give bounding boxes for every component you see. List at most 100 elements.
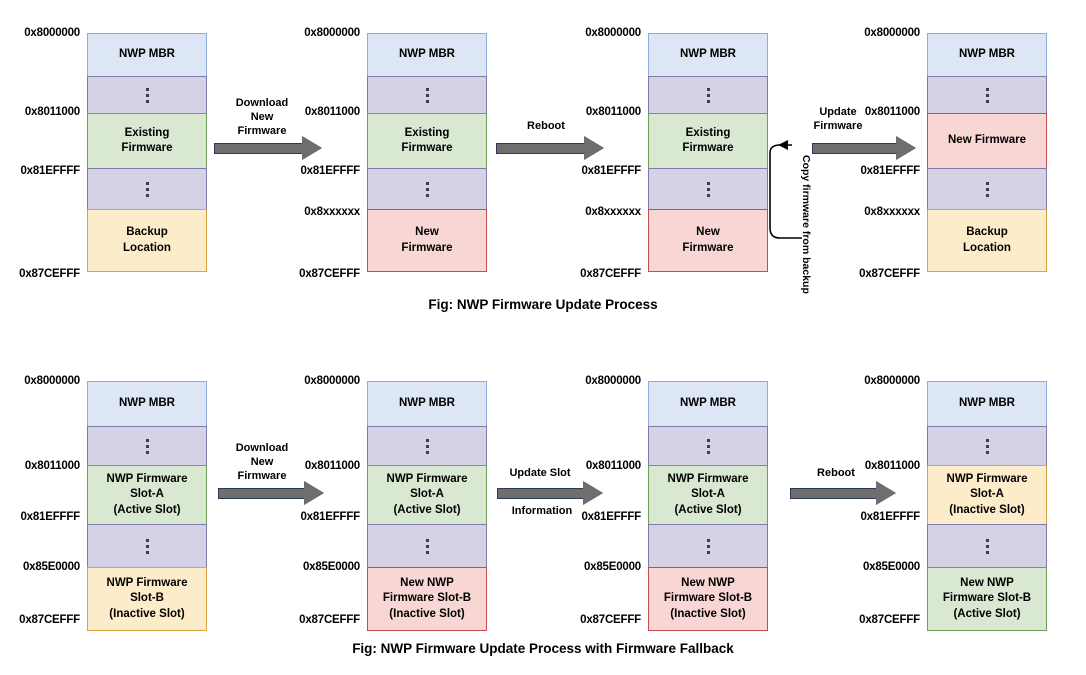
diagram-nwp-firmware-update-with-fallback: NWP MBR NWP Firmware Slot-A (Active Slot… bbox=[0, 348, 1086, 675]
memory-block-gap bbox=[648, 524, 768, 568]
block-label-line: (Active Slot) bbox=[393, 503, 461, 516]
block-label-line: NWP Firmware bbox=[106, 473, 188, 486]
memory-block-slot-a: NWP Firmware Slot-A (Active Slot) bbox=[87, 465, 207, 525]
copy-firmware-arrow bbox=[766, 128, 806, 253]
block-label-line: NWP Firmware bbox=[106, 577, 188, 590]
process-arrow-reboot bbox=[790, 481, 900, 505]
arrow-label-line: Firmware bbox=[237, 125, 287, 138]
arrow-shaft bbox=[496, 143, 586, 154]
arrow-label-line: Update bbox=[819, 106, 857, 118]
arrow-label-line: Firmware bbox=[813, 120, 863, 133]
address-label: 0x87CEFFF bbox=[299, 614, 360, 626]
address-label: 0x8011000 bbox=[585, 106, 641, 118]
block-label-line: Firmware Slot-B bbox=[382, 592, 472, 605]
block-label-line: (Active Slot) bbox=[113, 503, 181, 516]
arrow-shaft bbox=[218, 488, 306, 499]
block-label: NWP MBR bbox=[679, 397, 736, 410]
memory-block-new-firmware: New Firmware bbox=[648, 209, 768, 272]
block-label-line: Slot-A bbox=[970, 488, 1004, 501]
vertical-ellipsis-icon bbox=[706, 538, 710, 554]
block-label-line: NWP Firmware bbox=[386, 473, 468, 486]
memory-block-nwp-mbr: NWP MBR bbox=[367, 381, 487, 427]
memory-block-gap bbox=[927, 168, 1047, 210]
vertical-ellipsis-icon bbox=[985, 438, 989, 454]
memory-map-column: NWP MBR New Firmware Backup Location bbox=[927, 33, 1047, 272]
block-label-line: Firmware bbox=[121, 142, 173, 154]
block-label-line: Slot-B bbox=[130, 592, 164, 605]
block-label-line: New NWP bbox=[400, 577, 454, 590]
block-label-line: (Inactive Slot) bbox=[670, 607, 746, 620]
memory-map-column: NWP MBR NWP Firmware Slot-A (Active Slot… bbox=[648, 381, 768, 631]
address-label: 0x85E0000 bbox=[862, 561, 920, 573]
memory-block-slot-a: NWP Firmware Slot-A (Active Slot) bbox=[648, 465, 768, 525]
memory-block-gap bbox=[648, 76, 768, 114]
address-label: 0x8000000 bbox=[24, 375, 80, 387]
vertical-ellipsis-icon bbox=[985, 87, 989, 103]
block-label-line: New NWP bbox=[960, 577, 1014, 590]
vertical-ellipsis-icon bbox=[425, 181, 429, 197]
arrow-label-line: Firmware bbox=[237, 470, 287, 483]
address-label: 0x87CEFFF bbox=[580, 268, 641, 280]
memory-block-gap bbox=[648, 168, 768, 210]
vertical-ellipsis-icon bbox=[425, 438, 429, 454]
address-label: 0x8011000 bbox=[864, 106, 920, 118]
block-label: NWP MBR bbox=[398, 48, 455, 61]
process-arrow-download bbox=[214, 136, 324, 160]
memory-block-gap bbox=[648, 426, 768, 466]
address-label: 0x87CEFFF bbox=[19, 268, 80, 280]
block-label-line: NWP Firmware bbox=[946, 473, 1028, 486]
block-label-line: Firmware bbox=[401, 142, 453, 154]
arrow-label-download-new-firmware: Download New Firmware bbox=[216, 96, 308, 138]
address-label: 0x8011000 bbox=[304, 106, 360, 118]
address-label: 0x8011000 bbox=[585, 460, 641, 472]
block-label-line: Backup bbox=[126, 226, 168, 239]
address-label: 0x8011000 bbox=[304, 460, 360, 472]
address-label: 0x87CEFFF bbox=[859, 614, 920, 626]
block-label-line: NWP Firmware bbox=[667, 473, 749, 486]
arrow-head-icon bbox=[876, 481, 896, 505]
block-label-line: Existing bbox=[124, 126, 170, 139]
vertical-ellipsis-icon bbox=[145, 87, 149, 103]
process-arrow-update-slot bbox=[497, 481, 607, 505]
memory-block-gap bbox=[367, 426, 487, 466]
block-label-line: Firmware bbox=[401, 241, 453, 254]
memory-block-nwp-mbr: NWP MBR bbox=[87, 381, 207, 427]
block-label-line: Backup bbox=[966, 226, 1008, 239]
address-label: 0x8000000 bbox=[304, 375, 360, 387]
memory-block-backup-location: Backup Location bbox=[87, 209, 207, 272]
address-label: 0x8000000 bbox=[24, 27, 80, 39]
memory-block-slot-b: NWP Firmware Slot-B (Inactive Slot) bbox=[87, 567, 207, 631]
vertical-ellipsis-icon bbox=[145, 181, 149, 197]
memory-block-existing-firmware: Existing Firmware bbox=[648, 113, 768, 169]
block-label-line: Existing bbox=[685, 126, 731, 139]
memory-block-nwp-mbr: NWP MBR bbox=[367, 33, 487, 77]
arrow-head-icon bbox=[584, 136, 604, 160]
block-label: NWP MBR bbox=[958, 397, 1015, 410]
memory-block-gap bbox=[927, 524, 1047, 568]
diagram-nwp-firmware-update-process: NWP MBR Existing Firmware Backup Locatio… bbox=[0, 0, 1086, 330]
block-label-line: Location bbox=[963, 241, 1011, 254]
memory-block-gap bbox=[927, 76, 1047, 114]
address-label: 0x8000000 bbox=[585, 27, 641, 39]
memory-block-gap bbox=[367, 168, 487, 210]
block-label-line: New Firmware bbox=[948, 134, 1026, 147]
address-label: 0x8000000 bbox=[304, 27, 360, 39]
diagram-caption: Fig: NWP Firmware Update Process with Fi… bbox=[352, 641, 734, 656]
memory-block-gap bbox=[367, 76, 487, 114]
memory-map-column: NWP MBR Existing Firmware New Firmware bbox=[367, 33, 487, 272]
block-label-line: (Inactive Slot) bbox=[949, 503, 1025, 516]
address-label: 0x81EFFFF bbox=[20, 165, 80, 177]
block-label-line: (Inactive Slot) bbox=[109, 607, 185, 620]
block-label: NWP MBR bbox=[679, 48, 736, 61]
arrow-label-line: Reboot bbox=[817, 467, 855, 479]
address-label: 0x81EFFFF bbox=[300, 165, 360, 177]
address-label: 0x8000000 bbox=[864, 27, 920, 39]
address-label: 0x85E0000 bbox=[22, 561, 80, 573]
vertical-ellipsis-icon bbox=[985, 538, 989, 554]
memory-block-backup-location: Backup Location bbox=[927, 209, 1047, 272]
memory-map-column: NWP MBR NWP Firmware Slot-A (Active Slot… bbox=[87, 381, 207, 631]
memory-block-existing-firmware: Existing Firmware bbox=[87, 113, 207, 169]
memory-block-slot-b: New NWP Firmware Slot-B (Inactive Slot) bbox=[367, 567, 487, 631]
memory-block-nwp-mbr: NWP MBR bbox=[87, 33, 207, 77]
arrow-label-line: Download bbox=[235, 97, 289, 109]
